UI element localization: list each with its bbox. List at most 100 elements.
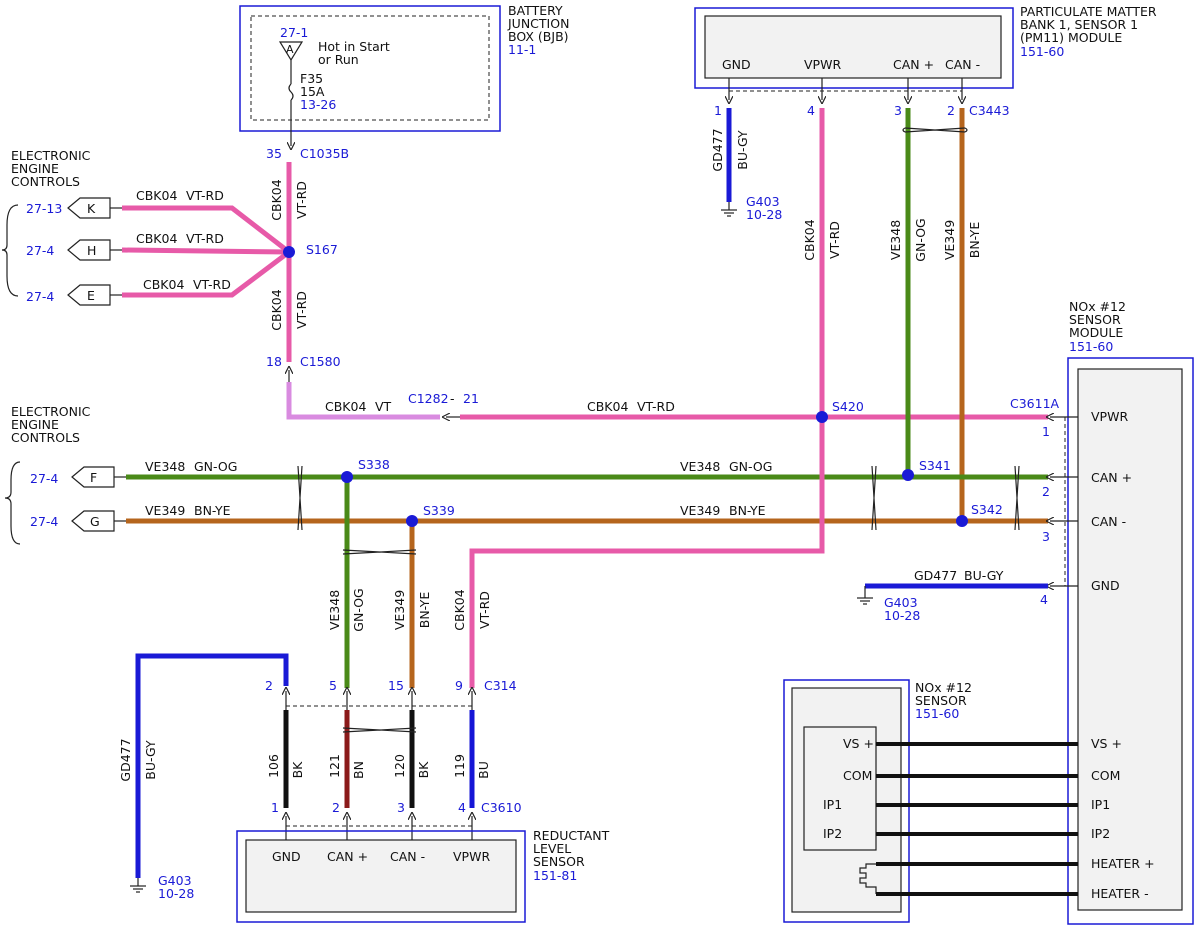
splice-s341-dot[interactable] (902, 469, 914, 481)
wire-color-bnye-rls: BN-YE (417, 592, 432, 629)
twist-icon (1014, 465, 1020, 531)
pm-ref[interactable]: 151-60 (1020, 44, 1064, 59)
eec2-pin-f: F (90, 470, 97, 485)
wire-color-k: VT-RD (186, 188, 224, 203)
nox-pin-vpwr: VPWR (1091, 409, 1128, 424)
bjb-connector-ref[interactable]: 27-1 (280, 25, 308, 40)
pm-pin-canp: CAN + (893, 57, 934, 72)
wire-color-bk-106: BK (290, 761, 305, 779)
eec1-brace (1, 204, 19, 297)
wire-label-cbk04-a: CBK04 (269, 179, 284, 220)
wire-cbk04-rls (469, 417, 825, 688)
nox-pin-com: COM (1091, 768, 1120, 783)
nox-module-ref[interactable]: 151-60 (1069, 339, 1113, 354)
rls-pin-canp: CAN + (327, 849, 368, 864)
splice-s338-dot[interactable] (341, 471, 353, 483)
nox-pin-ip1: IP1 (1091, 797, 1110, 812)
bjb-name-1: BATTERY (508, 3, 563, 18)
wire-color-bugy-pm: BU-GY (735, 130, 750, 170)
splice-s338-label: S338 (358, 457, 390, 472)
bjb-pin-letter: A (286, 43, 294, 56)
wire-label-121: 121 (327, 754, 342, 778)
c314-pin-2: 2 (265, 678, 273, 693)
c1035b-name: C1035B (300, 146, 349, 161)
eec1-ref-e[interactable]: 27-4 (26, 289, 54, 304)
pm-pin-vpwr: VPWR (804, 57, 841, 72)
pm-pinnum-3: 3 (894, 103, 902, 118)
twist-icon (871, 465, 877, 531)
nox-pin-heaterm: HEATER - (1091, 886, 1149, 901)
nox-sensor-pin-com: COM (843, 768, 872, 783)
eec1-name-3: CONTROLS (11, 174, 80, 189)
nox-pin-ip2: IP2 (1091, 826, 1110, 841)
splice-s342-label: S342 (971, 502, 1003, 517)
ground-g1-ref[interactable]: 10-28 (746, 207, 782, 222)
wire-color-bugy-nox: BU-GY (964, 568, 1004, 583)
c314-pin-15: 15 (388, 678, 404, 693)
wire-color-vtrd-main: VT-RD (637, 399, 675, 414)
eec1-ref-h[interactable]: 27-4 (26, 243, 54, 258)
nox-sensor-ref[interactable]: 151-60 (915, 706, 959, 721)
wire-color-bnye-a: BN-YE (194, 503, 231, 518)
splice-s167-dot[interactable] (283, 246, 295, 258)
nox-pinnum-1: 1 (1042, 424, 1050, 439)
wire-label-ve349-pm: VE349 (942, 220, 957, 260)
bjb-inner-dash (250, 15, 490, 121)
eec2-name-1: ELECTRONIC (11, 404, 91, 419)
nox-pin-heaterp: HEATER + (1091, 856, 1155, 871)
wire-color-bnye-pm: BN-YE (967, 222, 982, 259)
rls-module-box (236, 830, 526, 923)
c1580-name: C1580 (300, 354, 341, 369)
rls-pinnum-1: 1 (271, 800, 279, 815)
pm-pin-gnd: GND (722, 57, 751, 72)
ground-g3-ref[interactable]: 10-28 (158, 886, 194, 901)
nox-pinnum-2: 2 (1042, 484, 1050, 499)
nox-module-box (1067, 357, 1194, 925)
rls-module-inner (245, 839, 517, 913)
wire-color-h: VT-RD (186, 231, 224, 246)
eec2-name-3: CONTROLS (11, 430, 80, 445)
nox-sensor-name-2: SENSOR (915, 693, 967, 708)
rls-pinnum-3: 3 (397, 800, 405, 815)
wire-label-120: 120 (392, 754, 407, 778)
nox-pin-gnd: GND (1091, 578, 1120, 593)
wire-label-cbk04-rls: CBK04 (452, 589, 467, 630)
wire-cbk04-to-h (121, 247, 290, 255)
rls-name-1: REDUCTANT (533, 828, 610, 843)
wire-label-ve348-b: VE348 (680, 459, 720, 474)
splice-s167-label: S167 (306, 242, 338, 257)
pm-module-inner (704, 15, 1002, 79)
wire-label-cbk04-main: CBK04 (587, 399, 628, 414)
bjb-fuse-rating: 15A (300, 84, 325, 99)
ground-g2-ref[interactable]: 10-28 (884, 608, 920, 623)
nox-sensor-cell (803, 726, 877, 851)
wire-label-e: CBK04 (143, 277, 184, 292)
rls-pin-vpwr: VPWR (453, 849, 490, 864)
nox-module-name-3: MODULE (1069, 325, 1123, 340)
eec1-ref-k[interactable]: 27-13 (26, 201, 62, 216)
twist-icon (342, 727, 417, 733)
c314-pin-5: 5 (329, 678, 337, 693)
wire-label-cbk04-vt: CBK04 (325, 399, 366, 414)
bjb-ref[interactable]: 11-1 (508, 42, 536, 57)
eec1-name-2: ENGINE (11, 161, 59, 176)
ground-g2-name: G403 (884, 595, 918, 610)
wire-label-ve349-rls: VE349 (392, 590, 407, 630)
splice-s420-dot[interactable] (816, 411, 828, 423)
bjb-fuse-ref[interactable]: 13-26 (300, 97, 336, 112)
eec2-ref-f[interactable]: 27-4 (30, 471, 58, 486)
splice-s342-dot[interactable] (956, 515, 968, 527)
wire-color-bu-119: BU (476, 761, 491, 779)
splice-s339-dot[interactable] (406, 515, 418, 527)
rls-ref[interactable]: 151-81 (533, 868, 577, 883)
eec2-ref-g[interactable]: 27-4 (30, 514, 58, 529)
wire-color-bk-120: BK (416, 761, 431, 779)
wire-color-bugy-rls: BU-GY (143, 740, 158, 780)
wire-cbk04-to-k (122, 205, 291, 254)
nox-pin-canm: CAN - (1091, 514, 1126, 529)
rls-pin-canm: CAN - (390, 849, 425, 864)
nox-pinnum-4: 4 (1040, 592, 1048, 607)
pm-pin-canm: CAN - (945, 57, 980, 72)
wire-color-bn-121: BN (351, 761, 366, 779)
